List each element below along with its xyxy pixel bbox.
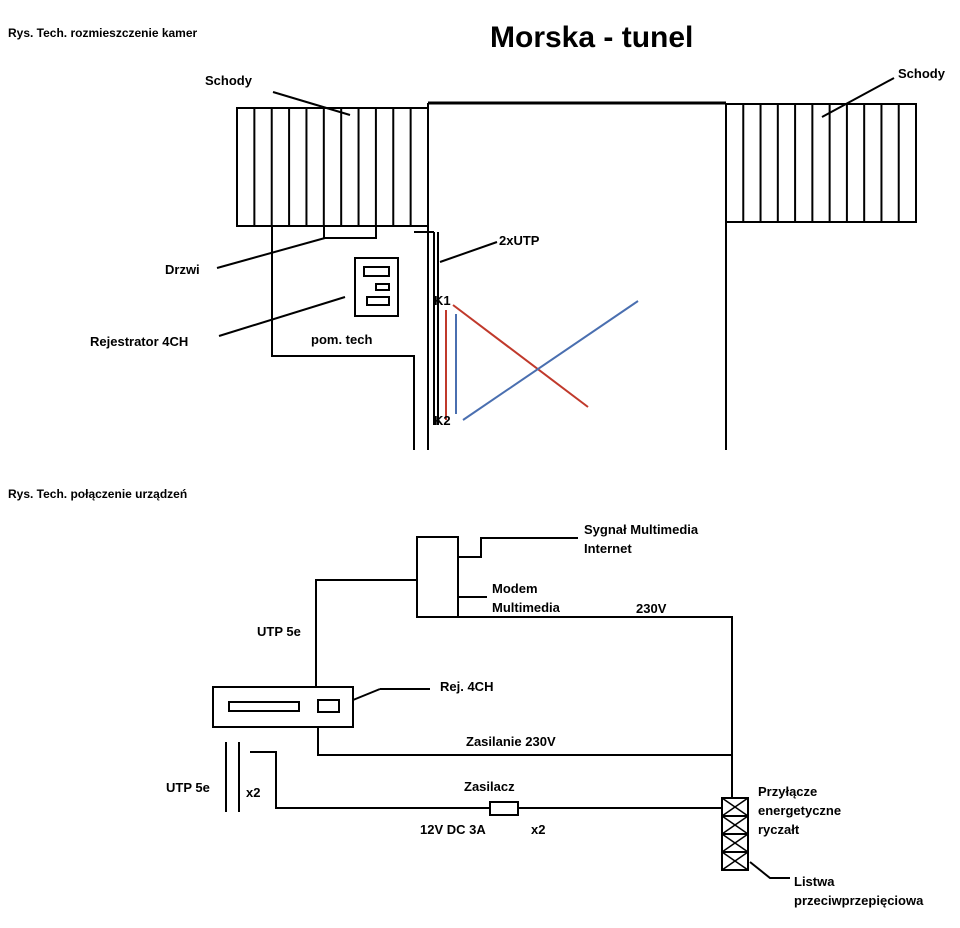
utp-label: 2xUTP xyxy=(499,233,540,248)
stairs-left xyxy=(236,107,429,227)
signal-label-1: Sygnał Multimedia xyxy=(584,522,699,537)
stairs-right-label: Schody xyxy=(898,66,946,81)
recorder-label: Rejestrator 4CH xyxy=(90,334,188,349)
psu-x2-label: x2 xyxy=(531,822,545,837)
page-title: Morska - tunel xyxy=(490,21,693,54)
surge-strip-cross xyxy=(721,851,749,871)
recorder-leader xyxy=(218,296,346,337)
recorder-slot-1 xyxy=(363,266,390,277)
stairs-right xyxy=(725,103,917,223)
rej-slot-1 xyxy=(228,701,300,712)
utp-leader xyxy=(439,241,498,263)
recorder-slot-2 xyxy=(375,283,390,291)
power-230v-label: 230V xyxy=(636,601,667,616)
strip-label-1: Listwa xyxy=(794,874,835,889)
stairs-left-outline xyxy=(236,107,429,227)
strip-leader xyxy=(749,861,790,879)
strip-label-2: przeciwprzepięciowa xyxy=(794,893,924,908)
connection-label-1: Przyłącze xyxy=(758,784,817,799)
stairs-right-outline xyxy=(725,103,917,223)
surge-strip xyxy=(721,797,749,871)
tech-room-outline xyxy=(271,226,415,450)
power-230v-line xyxy=(417,616,733,798)
rej-label: Rej. 4CH xyxy=(440,679,493,694)
door-leader xyxy=(216,237,326,269)
camera2-view xyxy=(462,300,639,421)
x2-left-label: x2 xyxy=(246,785,260,800)
utp-top-label: UTP 5e xyxy=(257,624,301,639)
camera2-label: K2 xyxy=(434,413,451,428)
psu-box xyxy=(489,801,519,816)
surge-strip-cross xyxy=(721,815,749,835)
modem-box xyxy=(416,536,459,618)
signal-line xyxy=(458,537,578,558)
rej-slot-2 xyxy=(317,699,340,713)
camera-layout-caption: Rys. Tech. rozmieszczenie kamer xyxy=(8,26,198,40)
connection-label-3: ryczałt xyxy=(758,822,800,837)
tech-room-label: pom. tech xyxy=(311,332,372,347)
stairs-right-leader xyxy=(821,77,895,118)
connection-label-2: energetyczne xyxy=(758,803,841,818)
recorder-slot-3 xyxy=(366,296,390,306)
supply-230v-line xyxy=(317,727,732,756)
stairs-left-leader xyxy=(272,91,351,116)
psu-label: Zasilacz xyxy=(464,779,515,794)
modem-label-2: Multimedia xyxy=(492,600,561,615)
door xyxy=(323,225,377,239)
surge-strip-cross xyxy=(721,797,749,817)
camera1-view xyxy=(452,304,589,408)
utp-modem-line xyxy=(315,579,417,687)
rej-leader xyxy=(352,688,381,701)
signal-label-2: Internet xyxy=(584,541,632,556)
camera1-label: K1 xyxy=(434,293,451,308)
supply-230v-label: Zasilanie 230V xyxy=(466,734,556,749)
utp-bottom-label: UTP 5e xyxy=(166,780,210,795)
surge-strip-cross xyxy=(721,833,749,853)
connection-caption: Rys. Tech. połączenie urządzeń xyxy=(8,487,187,501)
stairs-left-label: Schody xyxy=(205,73,253,88)
psu-rating-label: 12V DC 3A xyxy=(420,822,486,837)
modem-label-1: Modem xyxy=(492,581,538,596)
door-label: Drzwi xyxy=(165,262,200,277)
